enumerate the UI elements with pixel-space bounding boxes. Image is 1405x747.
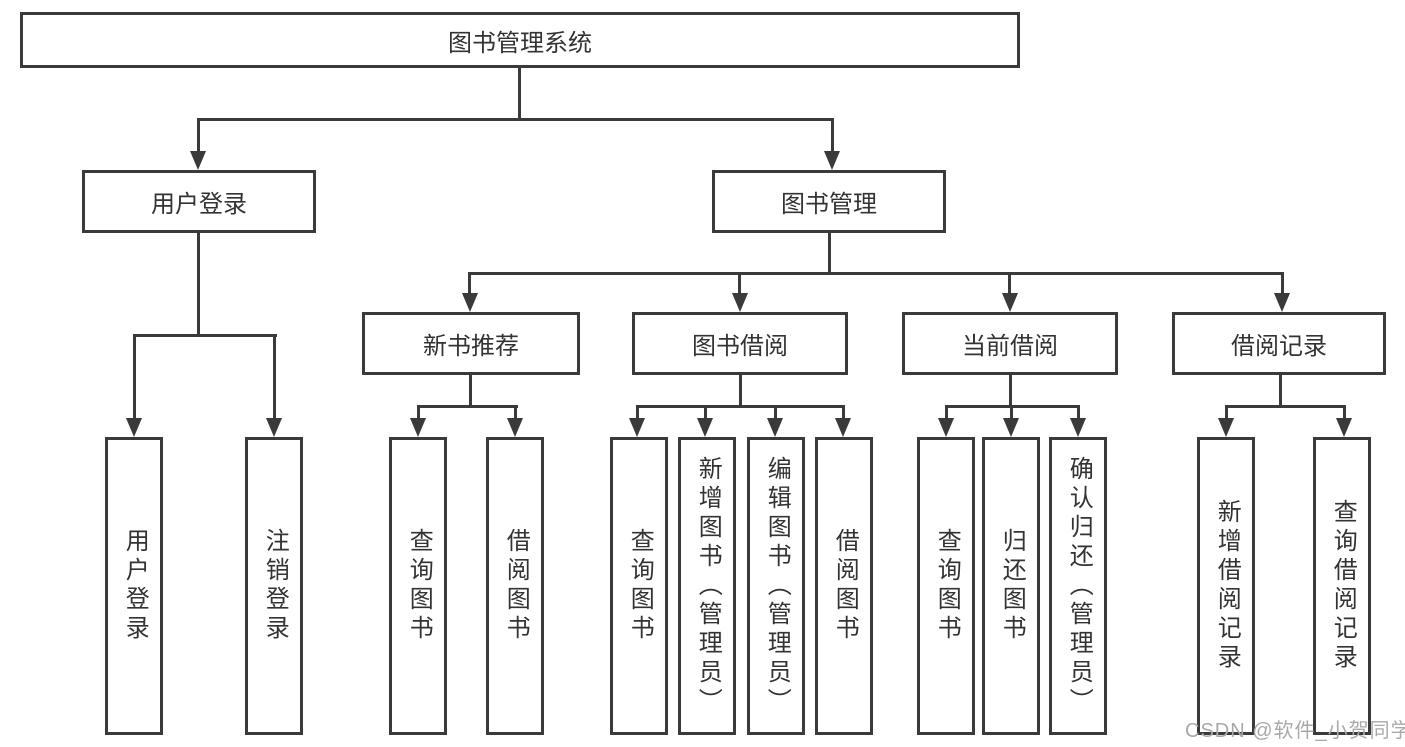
leaf-newbook-borrow: 借阅图书 bbox=[486, 437, 544, 735]
leaf-borrow-borrow-book-label: 借阅图书 bbox=[831, 528, 859, 644]
node-root-label: 图书管理系统 bbox=[448, 29, 592, 57]
leaf-borrow-query: 查询图书 bbox=[610, 437, 668, 735]
connector-line bbox=[197, 118, 834, 121]
connector-line bbox=[469, 375, 472, 407]
connector-line bbox=[1008, 272, 1011, 294]
arrow-down-icon bbox=[697, 418, 713, 437]
leaf-logout: 注销登录 bbox=[245, 437, 303, 735]
arrow-down-icon bbox=[1003, 418, 1019, 437]
connector-line bbox=[1279, 375, 1282, 407]
arrow-down-icon bbox=[1274, 293, 1290, 312]
connector-line bbox=[1225, 405, 1345, 408]
leaf-newbook-query: 查询图书 bbox=[389, 437, 447, 735]
arrow-down-icon bbox=[629, 418, 645, 437]
node-book-borrow-label: 图书借阅 bbox=[692, 333, 788, 360]
arrow-down-icon bbox=[824, 151, 840, 170]
connector-line bbox=[273, 334, 276, 419]
leaf-borrow-borrow-book: 借阅图书 bbox=[815, 437, 873, 735]
leaf-current-confirm-return-label: 确认归还（管理员） bbox=[1065, 455, 1093, 717]
connector-line bbox=[1010, 405, 1013, 419]
leaf-logout-label: 注销登录 bbox=[261, 528, 289, 644]
csdn-watermark: CSDN @软件_小贺同学 bbox=[1185, 720, 1405, 742]
arrow-down-icon bbox=[126, 418, 142, 437]
arrow-down-icon bbox=[767, 418, 783, 437]
connector-line bbox=[831, 118, 834, 154]
arrow-down-icon bbox=[190, 151, 206, 170]
node-book-management-label: 图书管理 bbox=[781, 191, 877, 218]
node-current-borrow: 当前借阅 bbox=[902, 312, 1118, 375]
node-current-borrow-label: 当前借阅 bbox=[962, 333, 1058, 360]
connector-line bbox=[739, 375, 742, 407]
arrow-down-icon bbox=[410, 418, 426, 437]
node-book-borrow: 图书借阅 bbox=[632, 312, 848, 375]
connector-line bbox=[1281, 272, 1284, 294]
connector-line bbox=[518, 68, 521, 118]
leaf-newbook-borrow-label: 借阅图书 bbox=[502, 528, 530, 644]
arrow-down-icon bbox=[835, 418, 851, 437]
leaf-record-query-label: 查询借阅记录 bbox=[1329, 499, 1357, 673]
arrow-down-icon bbox=[1002, 293, 1018, 312]
connector-line bbox=[133, 334, 136, 419]
leaf-current-confirm-return: 确认归还（管理员） bbox=[1049, 437, 1107, 735]
connector-line bbox=[197, 118, 200, 154]
arrow-down-icon bbox=[462, 293, 478, 312]
arrow-down-icon bbox=[266, 418, 282, 437]
connector-line bbox=[774, 405, 777, 419]
leaf-record-add-label: 新增借阅记录 bbox=[1213, 499, 1241, 673]
node-user-login-label: 用户登录 bbox=[151, 191, 247, 218]
node-user-login: 用户登录 bbox=[82, 170, 316, 233]
connector-line bbox=[1343, 405, 1346, 419]
connector-line bbox=[417, 405, 518, 408]
connector-line bbox=[1009, 375, 1012, 407]
connector-line bbox=[945, 405, 948, 419]
leaf-current-query-label: 查询图书 bbox=[933, 528, 961, 644]
connector-line bbox=[828, 233, 831, 274]
leaf-borrow-edit-book: 编辑图书（管理员） bbox=[747, 437, 805, 735]
node-borrow-record: 借阅记录 bbox=[1172, 312, 1386, 375]
leaf-current-return-label: 归还图书 bbox=[998, 528, 1026, 644]
node-new-book-recommend: 新书推荐 bbox=[362, 312, 580, 375]
leaf-user-login-label: 用户登录 bbox=[121, 528, 149, 644]
connector-line bbox=[842, 405, 845, 419]
connector-line bbox=[1077, 405, 1080, 419]
connector-line bbox=[133, 334, 277, 337]
arrow-down-icon bbox=[1070, 418, 1086, 437]
connector-line bbox=[636, 405, 845, 408]
leaf-newbook-query-label: 查询图书 bbox=[405, 528, 433, 644]
leaf-user-login: 用户登录 bbox=[105, 437, 163, 735]
node-book-management: 图书管理 bbox=[712, 170, 946, 233]
leaf-record-add: 新增借阅记录 bbox=[1197, 437, 1255, 735]
connector-line bbox=[636, 405, 639, 419]
node-new-book-recommend-label: 新书推荐 bbox=[423, 333, 519, 360]
connector-line bbox=[738, 272, 741, 294]
arrow-down-icon bbox=[1336, 418, 1352, 437]
leaf-borrow-add-book: 新增图书（管理员） bbox=[678, 437, 736, 735]
leaf-borrow-add-book-label: 新增图书（管理员） bbox=[694, 455, 722, 717]
connector-line bbox=[1225, 405, 1228, 419]
node-root: 图书管理系统 bbox=[20, 12, 1020, 68]
leaf-borrow-query-label: 查询图书 bbox=[626, 528, 654, 644]
leaf-current-query: 查询图书 bbox=[917, 437, 975, 735]
arrow-down-icon bbox=[1218, 418, 1234, 437]
leaf-borrow-edit-book-label: 编辑图书（管理员） bbox=[763, 455, 791, 717]
arrow-down-icon bbox=[507, 418, 523, 437]
connector-line bbox=[468, 272, 1284, 275]
connector-line bbox=[417, 405, 420, 419]
node-borrow-record-label: 借阅记录 bbox=[1231, 333, 1327, 360]
arrow-down-icon bbox=[732, 293, 748, 312]
arrow-down-icon bbox=[938, 418, 954, 437]
leaf-record-query: 查询借阅记录 bbox=[1313, 437, 1371, 735]
connector-line bbox=[197, 233, 200, 336]
connector-line bbox=[468, 272, 471, 294]
leaf-current-return: 归还图书 bbox=[982, 437, 1040, 735]
connector-line bbox=[514, 405, 517, 419]
connector-line bbox=[704, 405, 707, 419]
